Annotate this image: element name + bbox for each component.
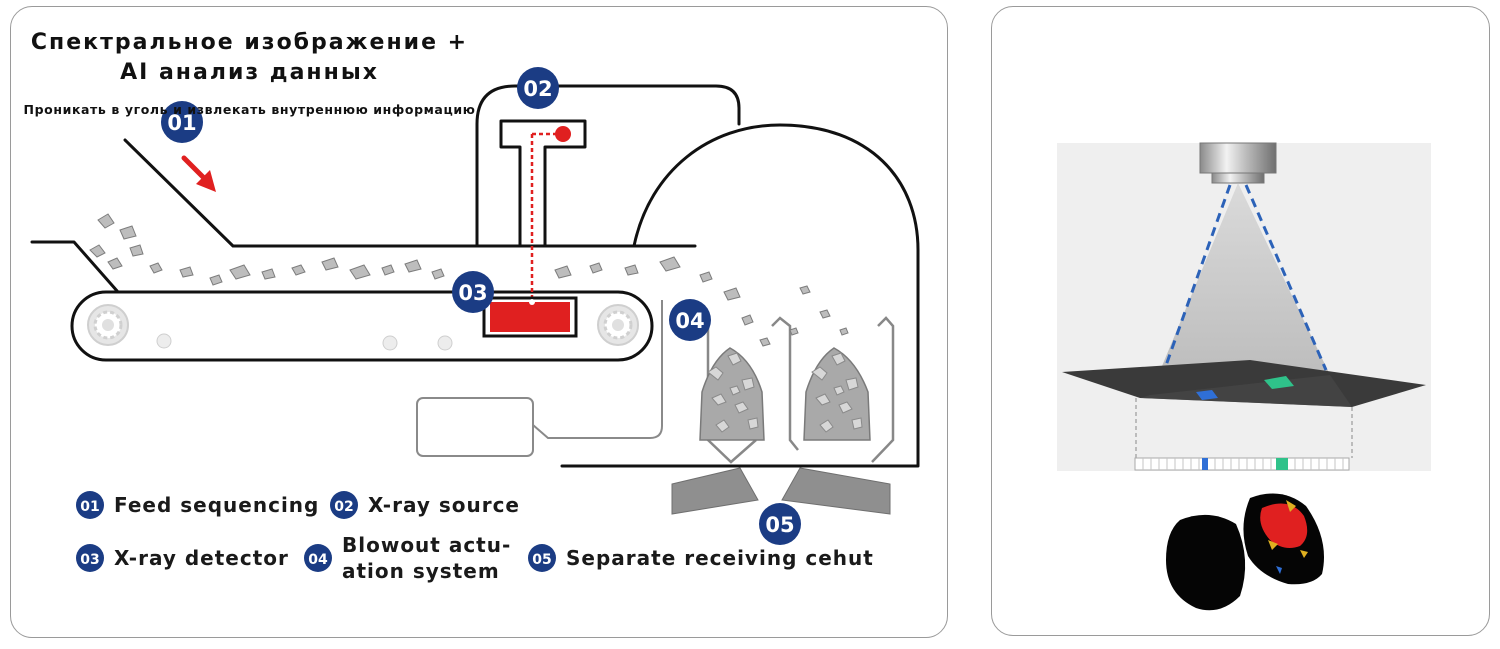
x-ray-source xyxy=(530,126,571,300)
gear-icon xyxy=(86,303,130,347)
legend-item-xray-source: 02 X-ray source xyxy=(330,491,520,519)
stone-pile-left xyxy=(699,347,765,441)
panel-title-line-1: Спектральное изображение + xyxy=(30,30,469,55)
badge-04: 04 xyxy=(669,299,711,341)
controller-box xyxy=(416,300,663,457)
svg-text:05: 05 xyxy=(532,552,551,568)
legend-item-blowout: 04 Blowout actu- ation system xyxy=(304,533,511,583)
legend: 01 Feed sequencing 02 X-ray source 03 X-… xyxy=(76,491,874,583)
svg-text:01: 01 xyxy=(80,499,99,515)
spectral-scan-illustration xyxy=(1057,142,1431,471)
svg-text:01: 01 xyxy=(167,111,196,135)
badge-05: 05 xyxy=(759,503,801,545)
panel-subtitle: Проникать в уголь и извлекать внутреннюю… xyxy=(23,102,476,117)
coal-stones-on-belt xyxy=(89,213,849,347)
coal-lumps xyxy=(1166,493,1324,611)
svg-text:Blowout actu-: Blowout actu- xyxy=(342,533,511,557)
machine-outline xyxy=(30,84,920,468)
panel-title-line-2: AI анализ данных xyxy=(120,60,379,85)
badge-01: 01 xyxy=(161,101,203,143)
legend-item-feed: 01 Feed sequencing xyxy=(76,491,319,519)
legend-item-separate: 05 Separate receiving cehut xyxy=(528,544,874,572)
svg-text:04: 04 xyxy=(308,552,328,568)
discharge-arrows xyxy=(671,467,891,515)
svg-text:04: 04 xyxy=(675,309,704,333)
svg-text:02: 02 xyxy=(334,499,353,515)
gear-icon xyxy=(596,303,640,347)
svg-text:X-ray source: X-ray source xyxy=(368,493,520,517)
svg-text:Feed sequencing: Feed sequencing xyxy=(114,493,319,517)
svg-text:02: 02 xyxy=(523,77,552,101)
x-ray-detector xyxy=(482,296,578,338)
arrow-down-right-icon xyxy=(181,155,216,192)
stone-pile-right xyxy=(803,347,871,441)
svg-text:03: 03 xyxy=(80,552,99,568)
svg-text:05: 05 xyxy=(765,513,794,537)
legend-item-xray-detector: 03 X-ray detector xyxy=(76,544,289,572)
svg-text:X-ray detector: X-ray detector xyxy=(114,546,289,570)
svg-text:ation system: ation system xyxy=(342,559,500,583)
detector-pixel-strip xyxy=(1134,457,1350,471)
svg-text:Separate receiving cehut: Separate receiving cehut xyxy=(566,546,874,570)
badge-02: 02 xyxy=(517,67,559,109)
badge-03: 03 xyxy=(452,271,494,313)
svg-text:03: 03 xyxy=(458,281,487,305)
